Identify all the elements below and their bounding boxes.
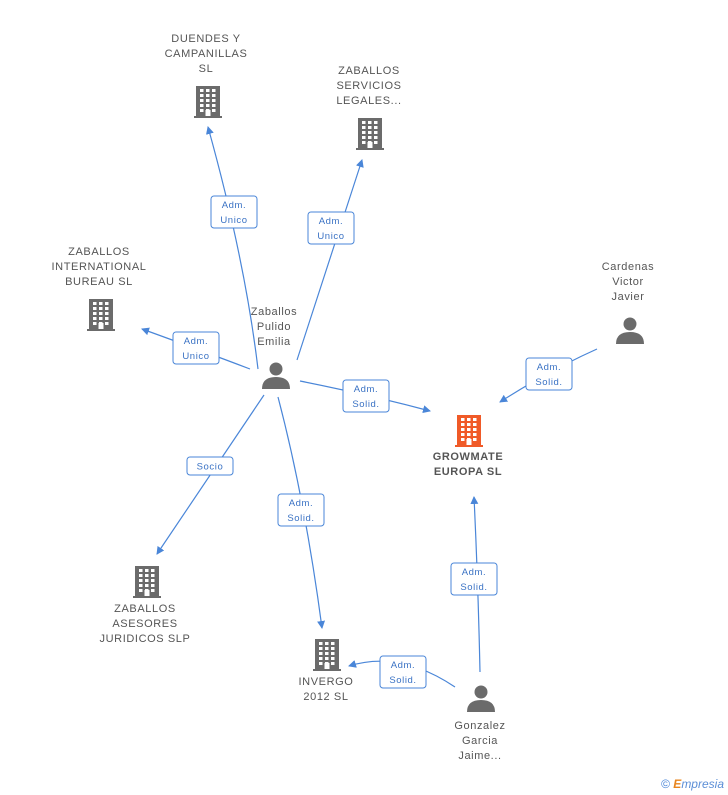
building-icon xyxy=(133,566,161,598)
node-label: ZABALLOS xyxy=(114,603,176,615)
node-label: Garcia xyxy=(462,735,498,747)
edge-label-text: Adm. xyxy=(462,567,487,578)
edge-label-text: Adm. xyxy=(537,362,562,373)
node-label: EUROPA SL xyxy=(434,466,502,478)
edge-zaballos_emilia-to-invergo[interactable]: Adm. Solid. xyxy=(277,396,326,629)
edge-label-text: Adm. xyxy=(222,200,247,211)
edge-label-text: Solid. xyxy=(460,582,487,593)
edge-label-text: Solid. xyxy=(535,377,562,388)
person-icon xyxy=(467,685,495,712)
brand-name: mpresia xyxy=(681,777,724,791)
node-zaballos_asesores[interactable]: ZABALLOS ASESORES JURIDICOS SLP xyxy=(100,566,191,645)
empresia-brand[interactable]: © Empresia xyxy=(661,777,724,791)
edge-gonzalez-to-invergo[interactable]: Adm. Solid. xyxy=(348,655,456,689)
edge-label-text: Solid. xyxy=(287,513,314,524)
edge-label-box xyxy=(210,195,258,229)
node-label: INTERNATIONAL xyxy=(52,261,147,273)
edge-label-text: Unico xyxy=(317,231,344,242)
node-label: Emilia xyxy=(257,336,291,348)
brand-letter: E xyxy=(673,777,682,791)
node-label: Gonzalez xyxy=(454,720,505,732)
node-label: Jaime... xyxy=(458,750,501,762)
edge-label-box xyxy=(172,331,220,365)
node-zaballos_legal[interactable]: ZABALLOS SERVICIOS LEGALES... xyxy=(336,65,401,150)
building-icon xyxy=(313,639,341,671)
person-icon xyxy=(616,317,644,344)
edge-line xyxy=(206,126,259,370)
edge-label-text: Adm. xyxy=(391,660,416,671)
edge-label-text: Adm. xyxy=(184,336,209,347)
node-label: Zaballos xyxy=(251,306,297,318)
edge-label-box xyxy=(307,211,355,245)
node-label: Cardenas xyxy=(602,261,655,273)
building-icon xyxy=(455,415,483,447)
edge-label-text: Unico xyxy=(182,351,209,362)
edge-label-box xyxy=(186,456,234,476)
node-label: BUREAU SL xyxy=(65,276,133,288)
node-label: SERVICIOS xyxy=(336,80,401,92)
edge-cardenas-to-growmate[interactable]: Adm. Solid. xyxy=(499,348,598,403)
edge-zaballos_emilia-to-duendes[interactable]: Adm. Unico xyxy=(206,126,259,370)
edge-zaballos_emilia-to-zaballos_legal[interactable]: Adm. Unico xyxy=(296,159,364,361)
edge-label-text: Adm. xyxy=(289,498,314,509)
node-label: ZABALLOS xyxy=(68,246,130,258)
node-label: ASESORES xyxy=(112,618,177,630)
node-label: Pulido xyxy=(257,321,291,333)
edge-label-box xyxy=(450,562,498,596)
node-label: Javier xyxy=(612,291,645,303)
node-label: Victor xyxy=(612,276,644,288)
node-invergo[interactable]: INVERGO 2012 SL xyxy=(299,639,354,703)
edge-label-text: Unico xyxy=(220,215,247,226)
node-duendes[interactable]: DUENDES Y CAMPANILLAS SL xyxy=(165,33,248,118)
edge-label-text: Adm. xyxy=(319,216,344,227)
edge-label-text: Adm. xyxy=(354,384,379,395)
node-label: GROWMATE xyxy=(433,451,504,463)
person-icon xyxy=(262,362,290,389)
edge-label-box xyxy=(379,655,427,689)
building-icon xyxy=(194,86,222,118)
node-label: CAMPANILLAS xyxy=(165,48,248,60)
edge-label-box xyxy=(342,379,390,413)
node-growmate[interactable]: GROWMATE EUROPA SL xyxy=(433,415,504,478)
edge-gonzalez-to-growmate[interactable]: Adm. Solid. xyxy=(450,496,498,673)
node-label: DUENDES Y xyxy=(171,33,240,45)
node-label: 2012 SL xyxy=(303,691,348,703)
nodes-layer: DUENDES Y CAMPANILLAS SL ZABALLOS SERVICIOS L… xyxy=(52,33,655,763)
edge-label-text: Solid. xyxy=(389,675,416,686)
edge-label-box xyxy=(277,493,325,527)
node-label: ZABALLOS xyxy=(338,65,400,77)
node-zaballos_intl[interactable]: ZABALLOS INTERNATIONAL BUREAU SL xyxy=(52,246,147,331)
node-label: LEGALES... xyxy=(336,95,401,107)
node-label: SL xyxy=(199,63,214,75)
building-icon xyxy=(356,118,384,150)
edge-zaballos_emilia-to-zaballos_asesores[interactable]: Socio xyxy=(156,394,265,555)
building-icon xyxy=(87,299,115,331)
edge-label-text: Solid. xyxy=(352,399,379,410)
edge-label-text: Socio xyxy=(197,462,224,473)
node-gonzalez[interactable]: GonzalezGarciaJaime... xyxy=(454,685,505,763)
copyright-symbol: © xyxy=(661,777,670,791)
edge-zaballos_emilia-to-growmate[interactable]: Adm. Solid. xyxy=(299,379,431,414)
edge-line xyxy=(296,159,364,361)
edge-zaballos_emilia-to-zaballos_intl[interactable]: Adm. Unico xyxy=(141,327,251,370)
node-label: INVERGO xyxy=(299,676,354,688)
edge-label-box xyxy=(525,357,573,391)
node-label: JURIDICOS SLP xyxy=(100,633,191,645)
